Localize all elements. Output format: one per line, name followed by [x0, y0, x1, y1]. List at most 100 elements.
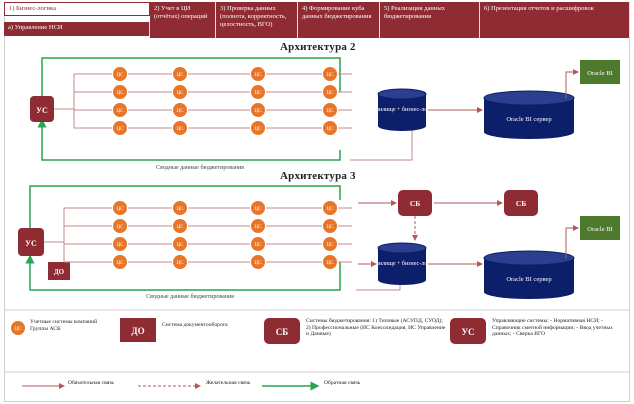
- step-cell-2: 2) Учет в ЦИ (отчётах) операций: [150, 2, 216, 38]
- arch3-sb-box-2: СБ: [504, 190, 538, 216]
- legend-us-text: Управляющие системы: - Нормативная НСИ; …: [492, 318, 613, 338]
- arch3-node-r1-c3: ЦС: [251, 201, 265, 215]
- arch2-node-r1-c4: ЦС: [323, 67, 337, 81]
- step-subcell-nsi: а) Управление НСИ: [4, 22, 150, 36]
- arch3-server-to-bi-arrow: [565, 225, 579, 258]
- svg-text:ЦС: ЦС: [177, 127, 185, 132]
- svg-text:ЦС: ЦС: [255, 261, 263, 266]
- svg-text:ЦС: ЦС: [117, 127, 125, 132]
- svg-text:ЦС: ЦС: [255, 225, 263, 230]
- arch2-node-r4-c1: ЦС: [113, 121, 127, 135]
- svg-text:УС: УС: [461, 327, 474, 337]
- arch3-oracle-bi-box: Oracle BI: [580, 216, 620, 240]
- arch3-sb-label-2: СБ: [516, 199, 526, 208]
- arch3-node-r3-c2: ЦС: [173, 237, 187, 251]
- arch2-node-r2-c2: ЦС: [173, 85, 187, 99]
- svg-text:ЦС: ЦС: [117, 73, 125, 78]
- arch2-node-r3-c2: ЦС: [173, 103, 187, 117]
- arch2-oracle-bi-label: Oracle BI: [587, 70, 612, 77]
- arch2-connections: [54, 73, 352, 129]
- arch3-return-label: Сводные данные бюджетирования: [146, 293, 234, 300]
- svg-text:ЦС: ЦС: [255, 207, 263, 212]
- arch3-oracle-bi-label: Oracle BI: [587, 226, 612, 233]
- arch2-node-r2-c4: ЦС: [323, 85, 337, 99]
- arch2-node-r1-c1: ЦС: [113, 67, 127, 81]
- svg-text:ЦС: ЦС: [327, 109, 335, 114]
- arch2-node-r4-c4: ЦС: [323, 121, 337, 135]
- arch3-node-r4-c1: ЦС: [113, 255, 127, 269]
- arch3-node-r2-c3: ЦС: [251, 219, 265, 233]
- svg-text:ЦС: ЦС: [117, 91, 125, 96]
- svg-text:ЦС: ЦС: [117, 261, 125, 266]
- arch2-node-r2-c1: ЦС: [113, 85, 127, 99]
- arch2-feedback-loop: [37, 57, 341, 161]
- arch3-connections: [44, 207, 352, 263]
- svg-text:ЦС: ЦС: [255, 243, 263, 248]
- arch3-us-box: УС: [18, 228, 44, 256]
- arch3-node-r2-c4: ЦС: [323, 219, 337, 233]
- arch2-storage-cylinder: Хранилище + бизнес-логика: [366, 88, 439, 131]
- arch2-return-line: [350, 124, 413, 161]
- arch3-node-r3-c4: ЦС: [323, 237, 337, 251]
- svg-text:ЦС: ЦС: [327, 91, 335, 96]
- arch2-oracle-server: Oracle BI сервер: [483, 90, 575, 139]
- svg-text:ЦС: ЦС: [255, 127, 263, 132]
- step-cell-6: 6) Презентация отчетов и расшифровок: [480, 2, 630, 38]
- svg-text:ЦС: ЦС: [117, 207, 125, 212]
- svg-text:СБ: СБ: [276, 327, 288, 337]
- arch3-node-r2-c2: ЦС: [173, 219, 187, 233]
- svg-text:ЦС: ЦС: [327, 243, 335, 248]
- svg-text:ЦС: ЦС: [117, 225, 125, 230]
- arch3-do-box: ДО: [48, 262, 70, 280]
- svg-text:ЦС: ЦС: [177, 261, 185, 266]
- svg-text:ЦС: ЦС: [117, 243, 125, 248]
- arch3-node-r4-c3: ЦС: [251, 255, 265, 269]
- arch2-storage-label: Хранилище + бизнес-логика: [366, 106, 439, 113]
- svg-text:ЦС: ЦС: [327, 207, 335, 212]
- svg-text:ЦС: ЦС: [327, 225, 335, 230]
- arch3-do-label: ДО: [54, 268, 65, 276]
- step-cell-1: 1) Бизнес-логика: [4, 2, 150, 16]
- arch3-feedback-loop: [25, 185, 341, 291]
- svg-text:ЦС: ЦС: [327, 127, 335, 132]
- arch2-node-r3-c3: ЦС: [251, 103, 265, 117]
- arch3-node-r4-c2: ЦС: [173, 255, 187, 269]
- arch2-node-r4-c2: ЦС: [173, 121, 187, 135]
- arch3-storage-label: Хранилище + бизнес-логика: [366, 260, 439, 267]
- legend-green-text: Обратная связь: [324, 380, 361, 386]
- arch2-oracle-bi-box: Oracle BI: [580, 60, 620, 84]
- architecture-2-title: Архитектура 2: [280, 41, 356, 53]
- arch3-sb-label-1: СБ: [410, 199, 420, 208]
- arch2-node-r1-c2: ЦС: [173, 67, 187, 81]
- arch2-node-r3-c4: ЦС: [323, 103, 337, 117]
- arch3-us-label: УС: [25, 239, 37, 248]
- arch3-storage-cylinder: Хранилище + бизнес-логика: [366, 242, 439, 285]
- arch2-return-label: Сводные данные бюджетирования: [156, 164, 244, 171]
- step-cell-5: 5) Реализация данных бюджетирования: [380, 2, 480, 38]
- svg-text:ЦС: ЦС: [15, 327, 23, 332]
- arch3-oracle-server-label: Oracle BI сервер: [506, 276, 551, 283]
- svg-text:ЦС: ЦС: [177, 225, 185, 230]
- arch2-oracle-server-label: Oracle BI сервер: [506, 116, 551, 123]
- svg-text:ЦС: ЦС: [177, 207, 185, 212]
- legend-solid-text: Обязательная связь: [68, 380, 114, 386]
- svg-text:ЦС: ЦС: [255, 73, 263, 78]
- arch3-sb-box-1: СБ: [398, 190, 432, 216]
- arch3-node-r1-c4: ЦС: [323, 201, 337, 215]
- svg-text:ЦС: ЦС: [255, 91, 263, 96]
- arch3-node-r3-c3: ЦС: [251, 237, 265, 251]
- legend-node-text: Учетные системы компаний Группы АСК: [30, 319, 98, 332]
- arch2-node-r1-c3: ЦС: [251, 67, 265, 81]
- svg-text:ЦС: ЦС: [327, 261, 335, 266]
- legend-do-badge: ДО: [120, 318, 156, 342]
- arch3-node-r1-c2: ЦС: [173, 201, 187, 215]
- step-cell-4: 4) Формирование куба данных бюджетирован…: [298, 2, 380, 38]
- arch3-nodes: ЦС ЦС ЦС ЦС ЦС ЦС ЦС ЦС ЦС ЦС ЦС ЦС ЦС ЦС ЦС ЦС: [113, 201, 337, 269]
- svg-text:ЦС: ЦС: [255, 109, 263, 114]
- legend-node-badge: ЦС: [11, 321, 25, 335]
- arch2-node-r4-c3: ЦС: [251, 121, 265, 135]
- legend-sb-text: Системы бюджетирования: 1) Типовые (АСУП…: [306, 318, 446, 338]
- legend-do-text: Система документооборота: [162, 322, 228, 328]
- legend-us-badge: УС: [450, 318, 486, 344]
- arch2-node-r2-c3: ЦС: [251, 85, 265, 99]
